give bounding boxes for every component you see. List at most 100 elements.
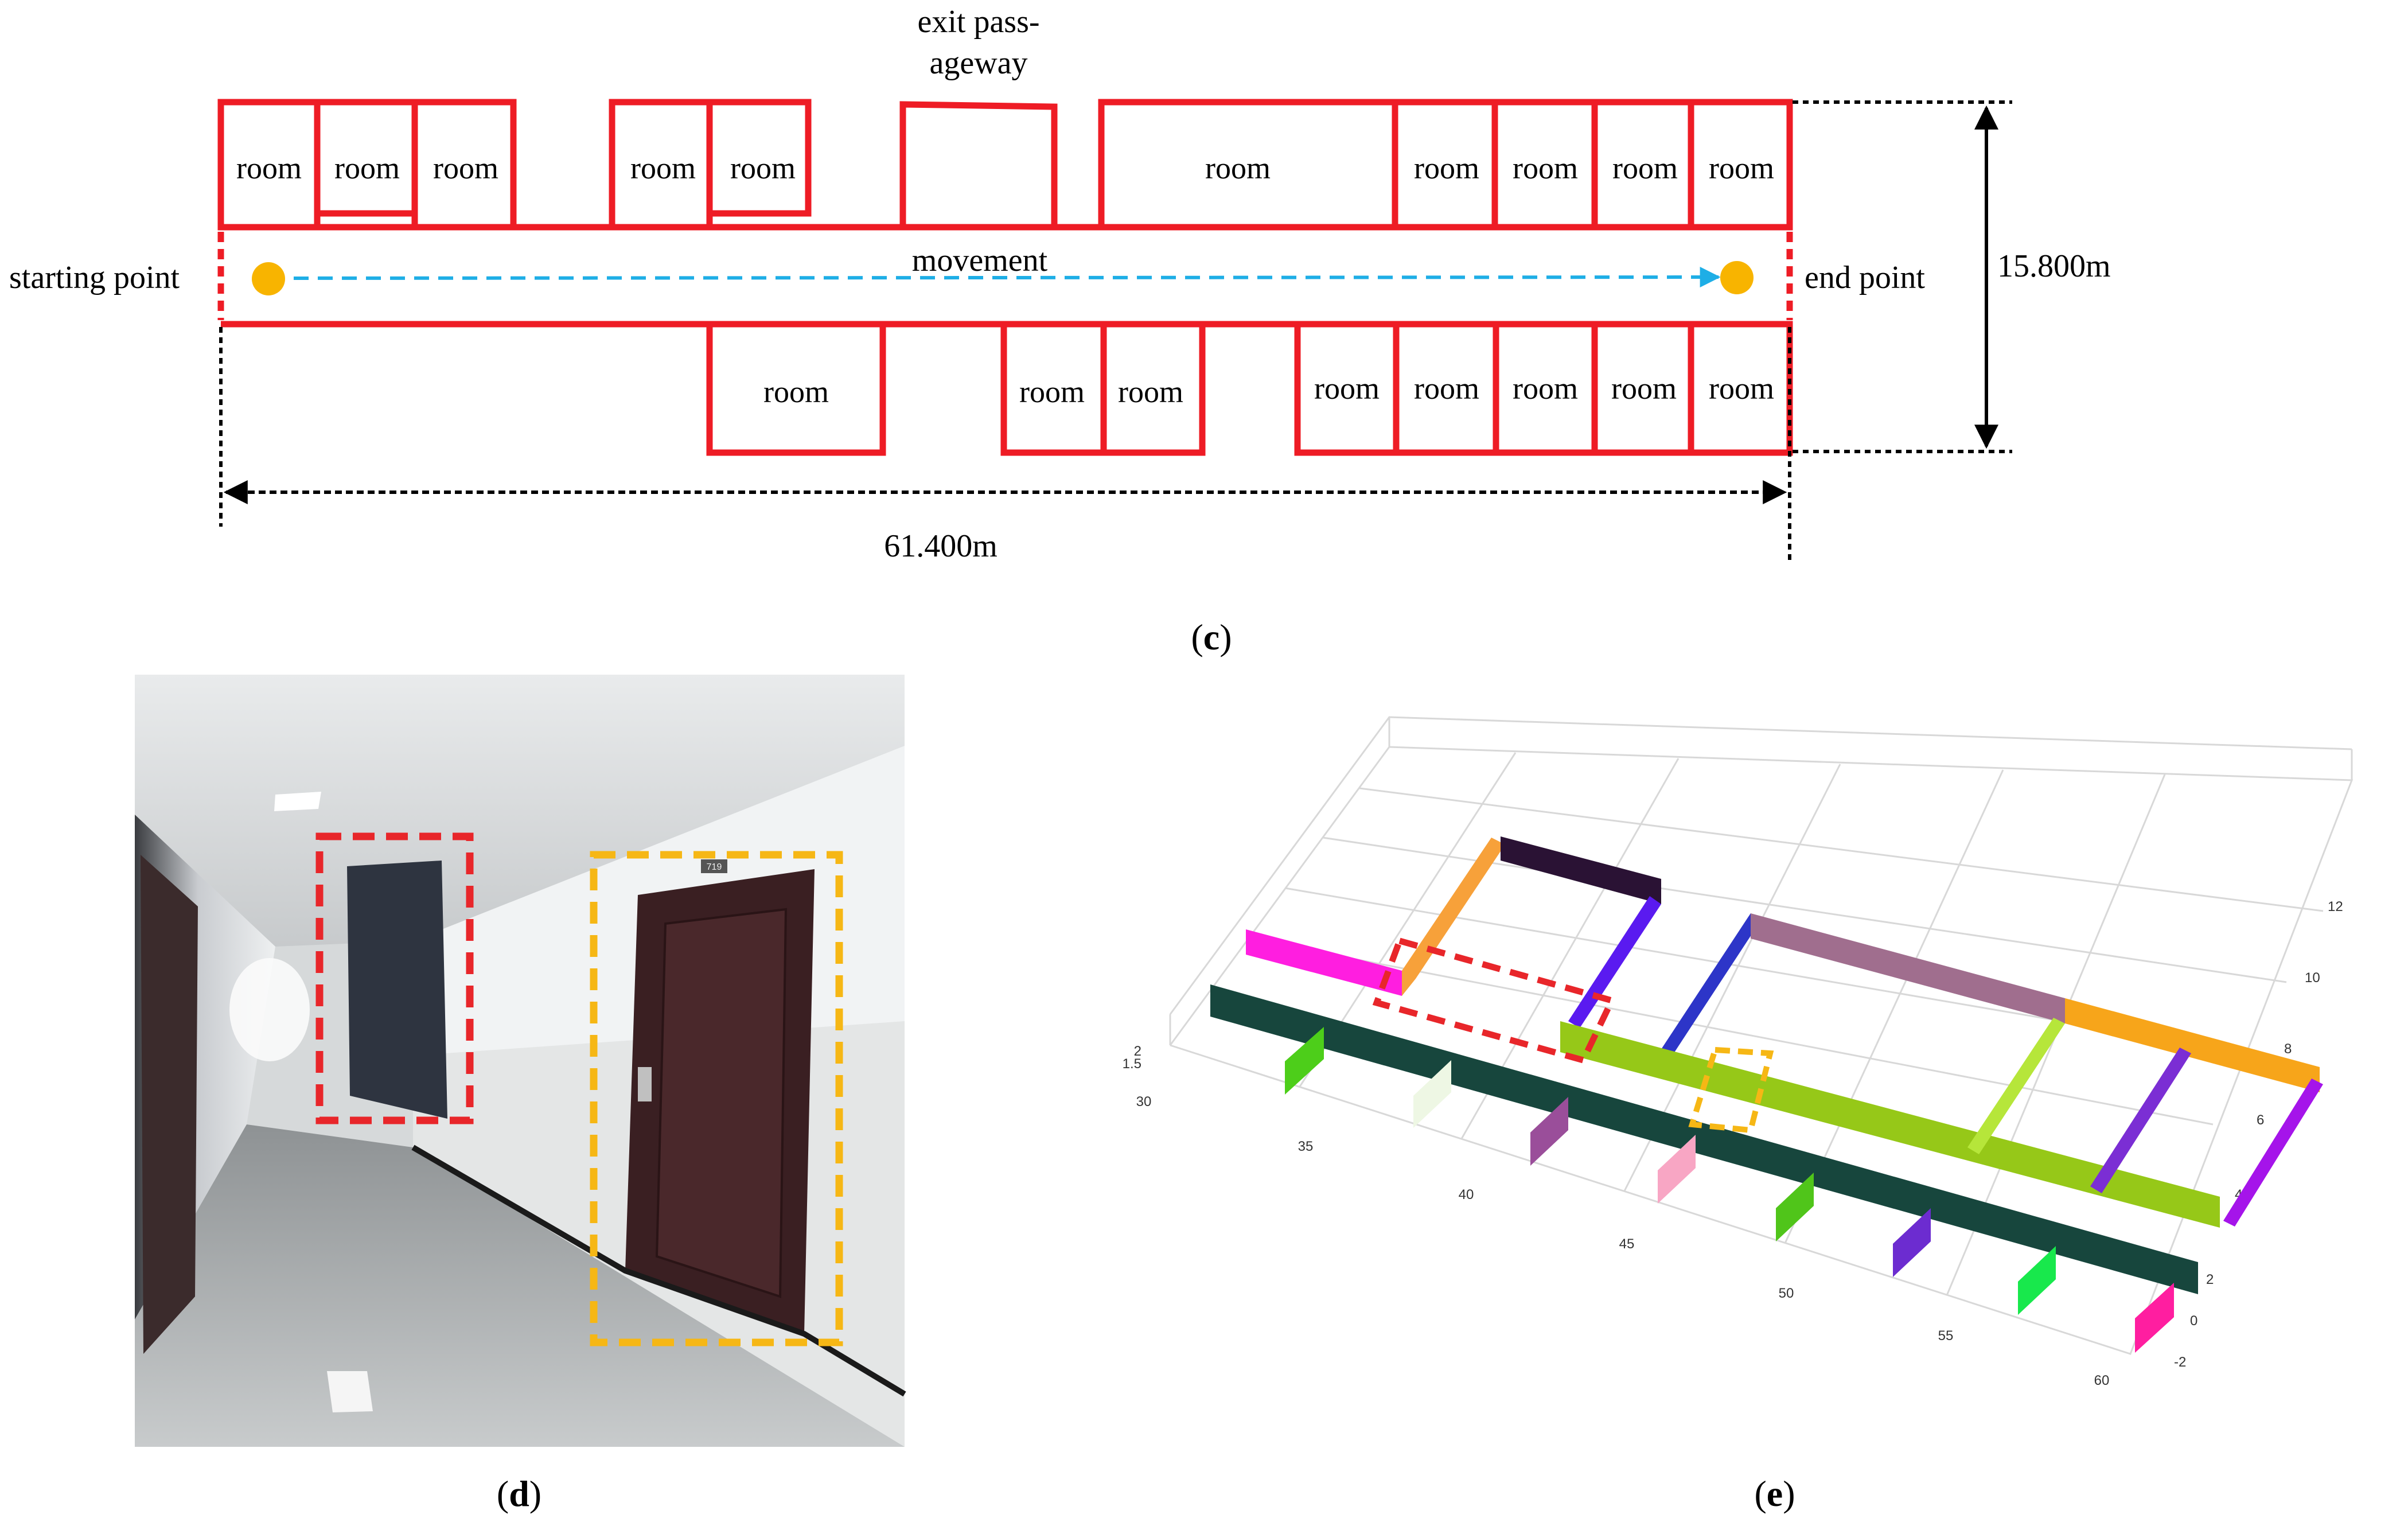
door-markers bbox=[1285, 1027, 2174, 1353]
door-marker bbox=[2135, 1283, 2174, 1353]
width-dimension: 61.400m bbox=[219, 327, 1791, 564]
door-marker bbox=[2018, 1246, 2056, 1315]
panel-e-3d-model: 30 35 40 45 50 55 60 -2 0 2 4 6 8 10 12 … bbox=[1123, 716, 2354, 1514]
room-label: room bbox=[630, 151, 696, 185]
wall-dark-purple bbox=[1501, 836, 1661, 904]
room-label: room bbox=[1611, 371, 1677, 406]
room-labels-bottom: room room room room room room room room bbox=[763, 371, 1774, 409]
photo-door-plate bbox=[701, 859, 727, 873]
wall-teal-long bbox=[1210, 984, 2198, 1294]
wall-violet bbox=[1568, 896, 1661, 1028]
door-marker bbox=[1776, 1173, 1814, 1241]
y-tick-label: 12 bbox=[2328, 899, 2343, 914]
room-label: room bbox=[1612, 151, 1678, 185]
wall-lime-diagonal bbox=[1967, 1018, 2065, 1154]
wall-lime-long bbox=[1560, 1021, 2220, 1228]
room-label: room bbox=[1513, 371, 1578, 406]
room-label: room bbox=[433, 151, 498, 185]
photo-baseboard bbox=[411, 1144, 906, 1397]
door-marker bbox=[1285, 1027, 1324, 1095]
caption-d: (d) bbox=[497, 1473, 541, 1514]
photo-floor-reflection bbox=[327, 1371, 373, 1412]
end-point-dot bbox=[1720, 261, 1754, 294]
room-label: room bbox=[236, 151, 302, 185]
exit-passageway-outline bbox=[899, 101, 1058, 227]
photo-left-door bbox=[141, 855, 198, 1354]
y-tick-label: -2 bbox=[2174, 1354, 2186, 1370]
room-label: room bbox=[1205, 151, 1271, 185]
y-tick-label: 6 bbox=[2257, 1112, 2264, 1128]
room-box bbox=[706, 99, 812, 217]
x-tick-label: 35 bbox=[1298, 1139, 1314, 1154]
x-tick-label: 45 bbox=[1619, 1236, 1635, 1252]
height-dim-label: 15.800m bbox=[1997, 248, 2111, 284]
room-label: room bbox=[1414, 371, 1479, 406]
y-tick-label: 2 bbox=[2206, 1272, 2214, 1287]
width-dim-label: 61.400m bbox=[884, 528, 998, 564]
start-label: starting point bbox=[9, 260, 180, 295]
door-marker bbox=[1530, 1097, 1568, 1166]
photo-door-number: 719 bbox=[707, 862, 722, 872]
y-tick-label: 0 bbox=[2190, 1313, 2197, 1329]
highlight-wooden-door-3d bbox=[1688, 1046, 1774, 1134]
exit-label-line2: ageway bbox=[929, 45, 1027, 81]
room-label: room bbox=[334, 151, 400, 185]
x-tick-label: 30 bbox=[1136, 1094, 1152, 1110]
room-box bbox=[1688, 321, 1793, 456]
exit-label-line1: exit pass- bbox=[917, 4, 1039, 40]
wall-purple-end bbox=[2223, 1079, 2323, 1227]
panel-d-photo: 719 (d) bbox=[135, 675, 906, 1514]
caption-e: (e) bbox=[1754, 1473, 1795, 1514]
room-label: room bbox=[1019, 375, 1085, 409]
z-tick-label: 2 bbox=[1134, 1044, 1141, 1059]
x-tick-label: 60 bbox=[2094, 1373, 2110, 1388]
highlight-glass-door-3d bbox=[1372, 937, 1616, 1064]
door-marker bbox=[1413, 1060, 1451, 1128]
x-tick-label: 55 bbox=[1938, 1328, 1954, 1344]
z-tick-label: 1.5 bbox=[1123, 1056, 1141, 1072]
room-label: room bbox=[730, 151, 796, 185]
room-label: room bbox=[1314, 371, 1380, 406]
wall-magenta bbox=[1246, 929, 1402, 996]
room-label: room bbox=[1709, 151, 1774, 185]
photo-ceiling bbox=[135, 675, 905, 947]
room-label: room bbox=[1709, 371, 1774, 406]
room-box bbox=[706, 321, 886, 456]
movement-label: movement bbox=[912, 243, 1048, 278]
y-axis-ticks: -2 0 2 4 6 8 10 12 bbox=[2174, 899, 2343, 1370]
x-tick-label: 40 bbox=[1459, 1187, 1474, 1202]
caption-c: (c) bbox=[1191, 617, 1232, 657]
room-label: room bbox=[1118, 375, 1183, 409]
panel-c-floorplan: room room room room room room room room … bbox=[9, 4, 2111, 657]
y-tick-label: 10 bbox=[2305, 970, 2320, 986]
wall-segments bbox=[1210, 836, 2323, 1294]
y-tick-label: 8 bbox=[2284, 1041, 2292, 1057]
wall-purple-diagonal bbox=[2090, 1048, 2191, 1193]
door-marker bbox=[1658, 1135, 1696, 1204]
room-label: room bbox=[1513, 151, 1578, 185]
z-axis-ticks: 1.5 2 bbox=[1123, 1044, 1141, 1072]
room-box bbox=[1100, 321, 1206, 456]
wall-blue bbox=[1660, 913, 1761, 1057]
room-labels-top: room room room room room room room room … bbox=[236, 151, 1774, 185]
room-label: room bbox=[1414, 151, 1479, 185]
photo-glass-door bbox=[347, 861, 447, 1119]
wall-mauve bbox=[1751, 913, 2065, 1023]
height-dimension: 15.800m bbox=[1793, 100, 2111, 453]
photo-door-handle bbox=[638, 1067, 652, 1101]
start-point-dot bbox=[252, 262, 285, 295]
photo-door-panel bbox=[655, 908, 788, 1298]
x-axis-ticks: 30 35 40 45 50 55 60 bbox=[1136, 1094, 2110, 1388]
photo-floor bbox=[135, 1124, 905, 1447]
x-tick-label: 50 bbox=[1779, 1286, 1794, 1301]
wall-orange bbox=[1402, 838, 1505, 996]
movement-path bbox=[269, 267, 1721, 288]
door-marker bbox=[1893, 1208, 1931, 1277]
end-label: end point bbox=[1805, 260, 1925, 295]
room-label: room bbox=[763, 375, 829, 409]
bottom-rooms bbox=[706, 321, 1793, 456]
photo-corridor-light bbox=[229, 958, 310, 1061]
photo-ceiling-light bbox=[274, 792, 321, 811]
highlight-glass-door bbox=[315, 832, 474, 1124]
